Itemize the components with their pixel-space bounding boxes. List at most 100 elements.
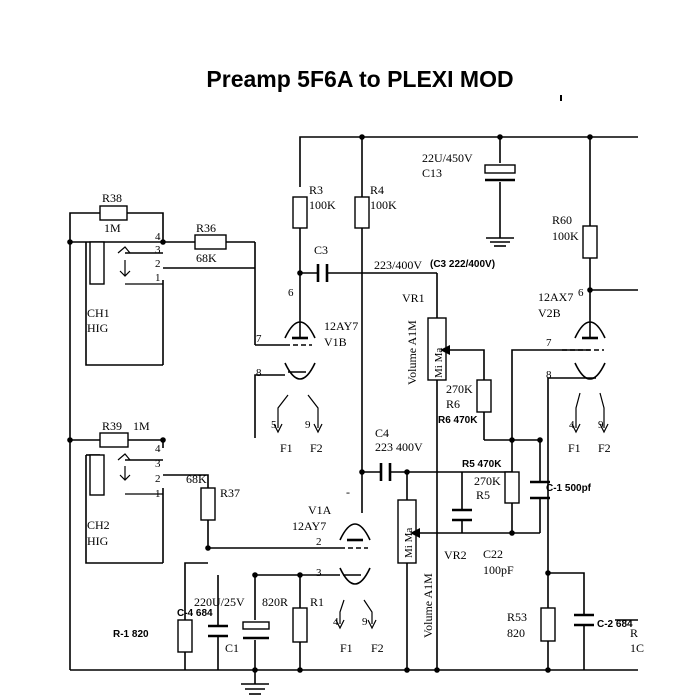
ch1-pin-1: 1 bbox=[155, 272, 161, 284]
ch1-label: CH1 bbox=[87, 306, 110, 320]
mod-annotations: (C3 222/400V) R6 470K R5 470K C-1 500pf … bbox=[113, 259, 644, 655]
input-jack-ch2: 4 3 2 1 CH2 HIG bbox=[87, 443, 163, 548]
ch2-sublabel: HIG bbox=[87, 534, 109, 548]
pot-vr2: VR2 Mi Ma Volume A1M bbox=[397, 499, 467, 638]
capacitor-c-1-mod bbox=[530, 480, 550, 500]
c22-value: 100pF bbox=[483, 563, 514, 577]
c4-polarity-mark: - bbox=[346, 485, 350, 499]
r5-label: R5 bbox=[476, 488, 490, 502]
c3-label: C3 bbox=[314, 243, 328, 257]
v1a-f1: F1 bbox=[340, 641, 353, 655]
capacitor-c3: C3 223/400V bbox=[314, 243, 422, 282]
tube-v1b: 6 7 8 5 9 F1 F2 12AY7 V1B bbox=[256, 287, 358, 455]
r3-value: 100K bbox=[309, 198, 336, 212]
ch2-pin-3: 3 bbox=[155, 458, 161, 470]
r37-value: 68K bbox=[186, 472, 207, 486]
r37-label: R37 bbox=[220, 486, 240, 500]
r4-label: R4 bbox=[370, 183, 384, 197]
capacitor-c4: C4 223 400V - bbox=[346, 426, 423, 499]
v1a-pin-3: 3 bbox=[316, 567, 322, 579]
r1-label: R1 bbox=[310, 595, 324, 609]
mod-c3: (C3 222/400V) bbox=[430, 259, 495, 270]
c4-value: 223 400V bbox=[375, 440, 423, 454]
v1b-pin-7: 7 bbox=[256, 333, 262, 345]
v1a-pin-4: 4 bbox=[333, 616, 339, 628]
r53-label: R53 bbox=[507, 610, 527, 624]
ch2-pin-2: 2 bbox=[155, 473, 161, 485]
capacitor-c13: 22U/450V C13 bbox=[422, 151, 516, 247]
mod-r5: R5 470K bbox=[462, 459, 502, 470]
r39-label: R39 bbox=[102, 419, 122, 433]
junction-dots bbox=[67, 134, 593, 673]
v1a-name: V1A bbox=[308, 503, 332, 517]
vr1-label: VR1 bbox=[402, 291, 425, 305]
v2b-f2: F2 bbox=[598, 441, 611, 455]
v2b-pin-4: 4 bbox=[569, 419, 575, 431]
tube-v1a: 2 3 4 9 F1 F2 V1A 12AY7 bbox=[292, 503, 384, 655]
v1b-pin-5: 5 bbox=[271, 419, 277, 431]
resistor-r38: R38 1M bbox=[99, 191, 128, 235]
ch1-pin-4: 4 bbox=[155, 231, 161, 243]
r39-value: 1M bbox=[133, 419, 150, 433]
c13-label: C13 bbox=[422, 166, 442, 180]
r53-value: 820 bbox=[507, 626, 525, 640]
c22-label: C22 bbox=[483, 547, 503, 561]
resistor-r60: R60 100K bbox=[552, 213, 598, 259]
resistor-r53: R53 820 bbox=[507, 607, 556, 642]
r36-value: 68K bbox=[196, 251, 217, 265]
v1a-pin-9: 9 bbox=[362, 616, 368, 628]
r38-label: R38 bbox=[102, 191, 122, 205]
resistor-r5: 270K R5 bbox=[474, 471, 520, 504]
vr1-taper: Mi Ma bbox=[433, 348, 445, 378]
capacitor-c1: 220U/25V C1 bbox=[194, 595, 270, 655]
ch2-label: CH2 bbox=[87, 518, 110, 532]
tube-v2b: 6 7 8 4 9 F1 F2 12AX7 V2B bbox=[538, 287, 611, 455]
resistor-r-1-mod bbox=[177, 619, 193, 653]
v2b-pin-7: 7 bbox=[546, 337, 552, 349]
resistor-r1: 820R R1 bbox=[262, 595, 324, 643]
resistor-r6: 270K R6 bbox=[446, 379, 492, 413]
capacitor-c-2-mod bbox=[574, 613, 594, 627]
v1b-pin-6: 6 bbox=[288, 287, 294, 299]
vr1-volume-label: Volume A1M bbox=[405, 320, 419, 385]
clipped-right-1: R bbox=[630, 626, 638, 640]
mod-c-1: C-1 500pf bbox=[546, 483, 592, 494]
mod-c-2: C-2 684 bbox=[597, 619, 633, 630]
ground-symbol bbox=[241, 670, 269, 695]
v2b-name: V2B bbox=[538, 306, 561, 320]
vr2-volume-label: Volume A1M bbox=[421, 573, 435, 638]
resistor-r4: R4 100K bbox=[354, 183, 397, 229]
page-title: Preamp 5F6A to PLEXI MOD bbox=[206, 66, 513, 92]
wiring bbox=[69, 136, 638, 671]
r1-value: 820R bbox=[262, 595, 288, 609]
c4-label: C4 bbox=[375, 426, 389, 440]
resistor-r36: R36 68K bbox=[194, 221, 227, 265]
mod-r-1: R-1 820 bbox=[113, 629, 149, 640]
vr2-label: VR2 bbox=[444, 548, 467, 562]
r38-value: 1M bbox=[104, 221, 121, 235]
v2b-pin-6: 6 bbox=[578, 287, 584, 299]
mod-r6: R6 470K bbox=[438, 415, 478, 426]
v1a-f2: F2 bbox=[371, 641, 384, 655]
resistor-r39: R39 1M bbox=[99, 419, 150, 448]
c3-value: 223/400V bbox=[374, 258, 422, 272]
c13-value: 22U/450V bbox=[422, 151, 473, 165]
capacitor-c22: C22 100pF bbox=[452, 508, 514, 577]
c1-value: 220U/25V bbox=[194, 595, 245, 609]
input-jack-ch1: 4 3 2 1 CH1 HIG bbox=[87, 231, 163, 335]
ch1-pin-2: 2 bbox=[155, 258, 161, 270]
vr2-taper: Mi Ma bbox=[403, 528, 415, 558]
r60-label: R60 bbox=[552, 213, 572, 227]
resistor-r37: 68K R37 bbox=[186, 472, 240, 521]
ch1-sublabel: HIG bbox=[87, 321, 109, 335]
ch1-pin-3: 3 bbox=[155, 244, 161, 256]
clipped-right-2: 1C bbox=[630, 641, 644, 655]
v1b-f1: F1 bbox=[280, 441, 293, 455]
r4-value: 100K bbox=[370, 198, 397, 212]
mod-c-4: C-4 684 bbox=[177, 608, 213, 619]
capacitor-c-4-mod bbox=[208, 624, 228, 638]
v1a-type: 12AY7 bbox=[292, 519, 326, 533]
r5-value: 270K bbox=[474, 474, 501, 488]
ch2-pin-4: 4 bbox=[155, 443, 161, 455]
